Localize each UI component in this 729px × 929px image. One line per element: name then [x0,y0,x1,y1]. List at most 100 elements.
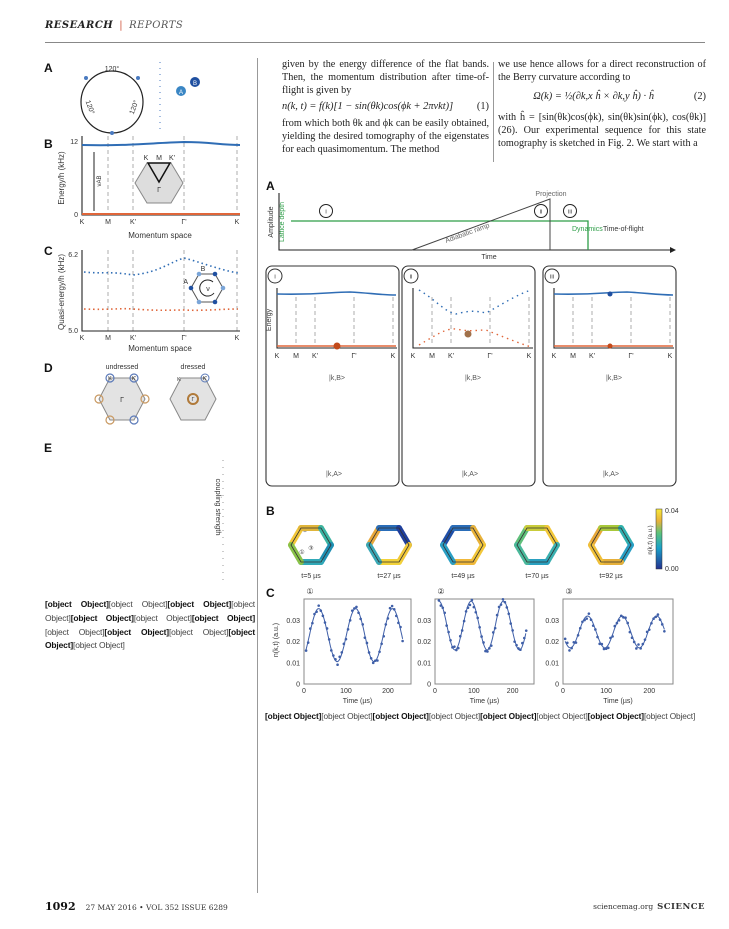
data-point [386,617,390,620]
beam-spot [84,76,88,80]
column-divider [493,62,494,162]
journal-brand: SCIENCE [657,902,705,912]
series-label: ③ [565,587,572,596]
data-point [619,614,623,618]
data-point [369,656,373,660]
body-column-right: we use hence allows for a direct reconst… [498,58,706,150]
z-axis-label: coupling strength [214,478,223,535]
inset-kp: K' [169,155,175,162]
caption-bold: [object Object] [45,599,109,609]
data-point [376,659,379,662]
panel-frame [401,265,536,487]
defect [94,394,104,404]
x-tick: M [105,219,111,226]
series-label: ① [306,587,313,596]
data-point [476,616,480,620]
data-point [647,628,651,631]
data-point [456,646,460,650]
data-point [474,610,478,614]
data-point [563,637,567,641]
time-of-flight-label: Time-of-flight [603,226,644,233]
defect [129,415,139,425]
x-tick: Γ' [351,353,356,360]
equation-2-number: (2) [693,91,706,102]
hold-time-label: t=27 µs [377,573,401,580]
data-point [628,630,632,634]
angle-label: 120° [105,65,120,73]
data-point [397,621,400,625]
y-tick: 0.01 [286,660,300,667]
site-b-label: B [201,266,206,273]
momentum-distribution-1: t=27 µs [366,525,412,580]
data-point [570,646,573,650]
brillouin-zone [290,527,332,563]
data-point [329,649,333,652]
caption-bold: [object Object] [372,711,429,721]
data-point [606,646,610,650]
data-point [325,627,329,630]
colorbar-min: 0.00 [665,566,679,573]
data-point [306,641,310,644]
step-marker [403,268,419,284]
plot-frame [434,598,535,685]
fit-line [438,600,527,651]
x-tick: K' [448,353,454,360]
axes [412,288,533,349]
hold-time-label: t=92 µs [599,573,623,580]
figure-1-caption: [object Object] [object Object] [object Ob… [45,598,255,653]
site-b-label: B [193,81,197,87]
data-point [371,661,375,665]
marker-1: ① [299,549,304,556]
data-point [478,625,481,629]
data-point [308,627,312,630]
x-tick: 100 [600,688,612,695]
data-point [462,619,466,623]
state-b-label: |k,B> [465,375,481,382]
k-label: K [177,377,181,383]
data-point [365,641,369,645]
data-point [482,641,485,644]
site [220,285,226,291]
data-point [656,613,660,616]
brillouin-zone-dressed [169,377,217,421]
data-point [503,600,507,604]
panel-frame [265,265,400,487]
data-point [355,605,358,609]
data-point [507,612,511,616]
data-point [515,643,518,647]
angle-label: 120° [128,99,141,116]
data-point [589,618,593,622]
y-tick: 0.03 [286,618,300,625]
data-point [346,628,350,631]
x-tick: K [275,353,280,360]
step-i: i [325,210,326,216]
inset-m: M [156,155,162,162]
hold-time-label: t=5 µs [301,573,321,580]
momentum-distribution-3: t=70 µs [514,525,560,580]
caption-bold: [object Object] [167,599,232,609]
caption-text: [object Object] [321,711,373,721]
inset-gamma: Γ [157,187,161,194]
data-point [361,623,365,626]
step-iii: iii [568,210,572,216]
caption-text: [object Object] [133,612,192,623]
state-a-label: |k,A> [326,471,342,478]
data-point [509,622,513,625]
data-point [598,642,601,646]
upper-band [81,140,241,147]
data-point [338,655,341,659]
x-tick: K' [312,353,318,360]
data-point [491,631,495,634]
data-point [363,636,367,639]
caption-bold: [object Object] [480,711,537,721]
step-label: i [274,275,275,281]
defect [200,373,210,383]
y-axis-label: Energy/h (kHz) [57,151,66,205]
colorbar [655,508,663,570]
data-point [604,647,608,651]
data-point [464,610,468,613]
projection-label: Projection [535,191,566,198]
data-point [521,641,524,645]
fig2b-momentum-distributions: ② ③ ① 0.04 0.00 n(k,t) (a.u.) t=5 µst=27… [288,508,679,580]
